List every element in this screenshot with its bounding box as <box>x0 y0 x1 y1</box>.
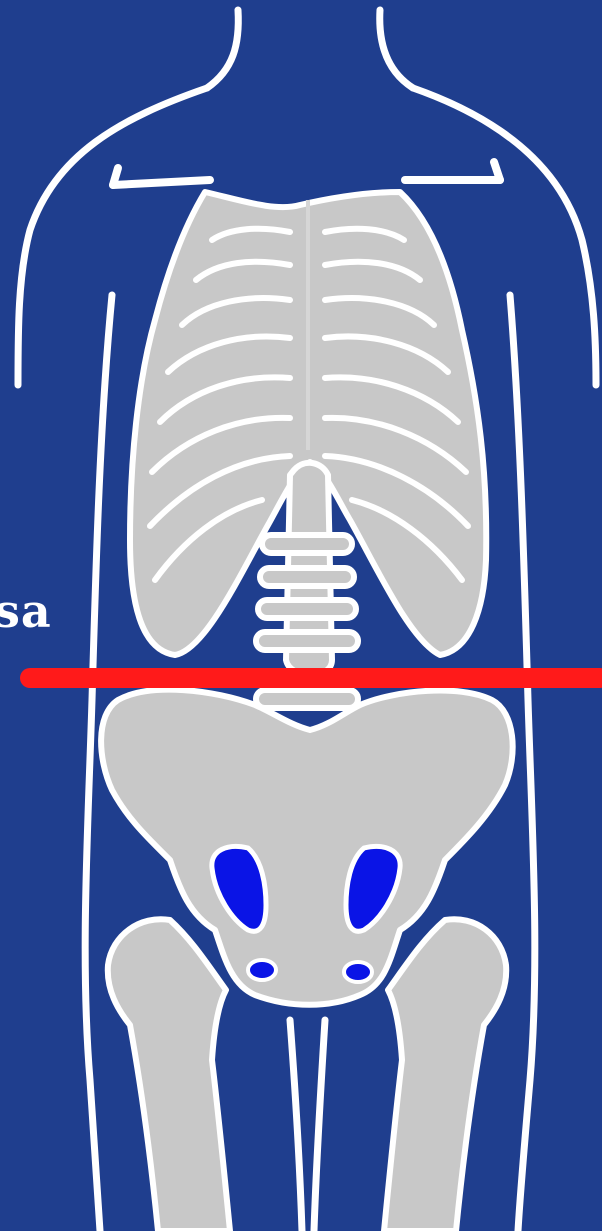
vertebra <box>262 535 352 553</box>
right-clavicle-tip <box>494 162 500 180</box>
neck-left-contour <box>207 10 238 88</box>
left-sacral-foramen <box>248 960 276 980</box>
left-clavicle <box>113 180 210 185</box>
neck-right-contour <box>380 10 413 88</box>
right-sacral-foramen <box>344 962 372 982</box>
left-fragment-label: sa <box>0 588 52 634</box>
right-femur <box>384 919 506 1231</box>
vertebra <box>260 568 354 586</box>
right-inner-thigh <box>314 1020 325 1231</box>
clavicles <box>113 162 500 185</box>
vertebra <box>256 690 358 708</box>
left-femur <box>108 919 230 1231</box>
left-inner-thigh <box>290 1020 302 1231</box>
vertebra <box>256 632 358 650</box>
left-clavicle-tip <box>113 168 118 185</box>
vertebra <box>258 600 356 618</box>
